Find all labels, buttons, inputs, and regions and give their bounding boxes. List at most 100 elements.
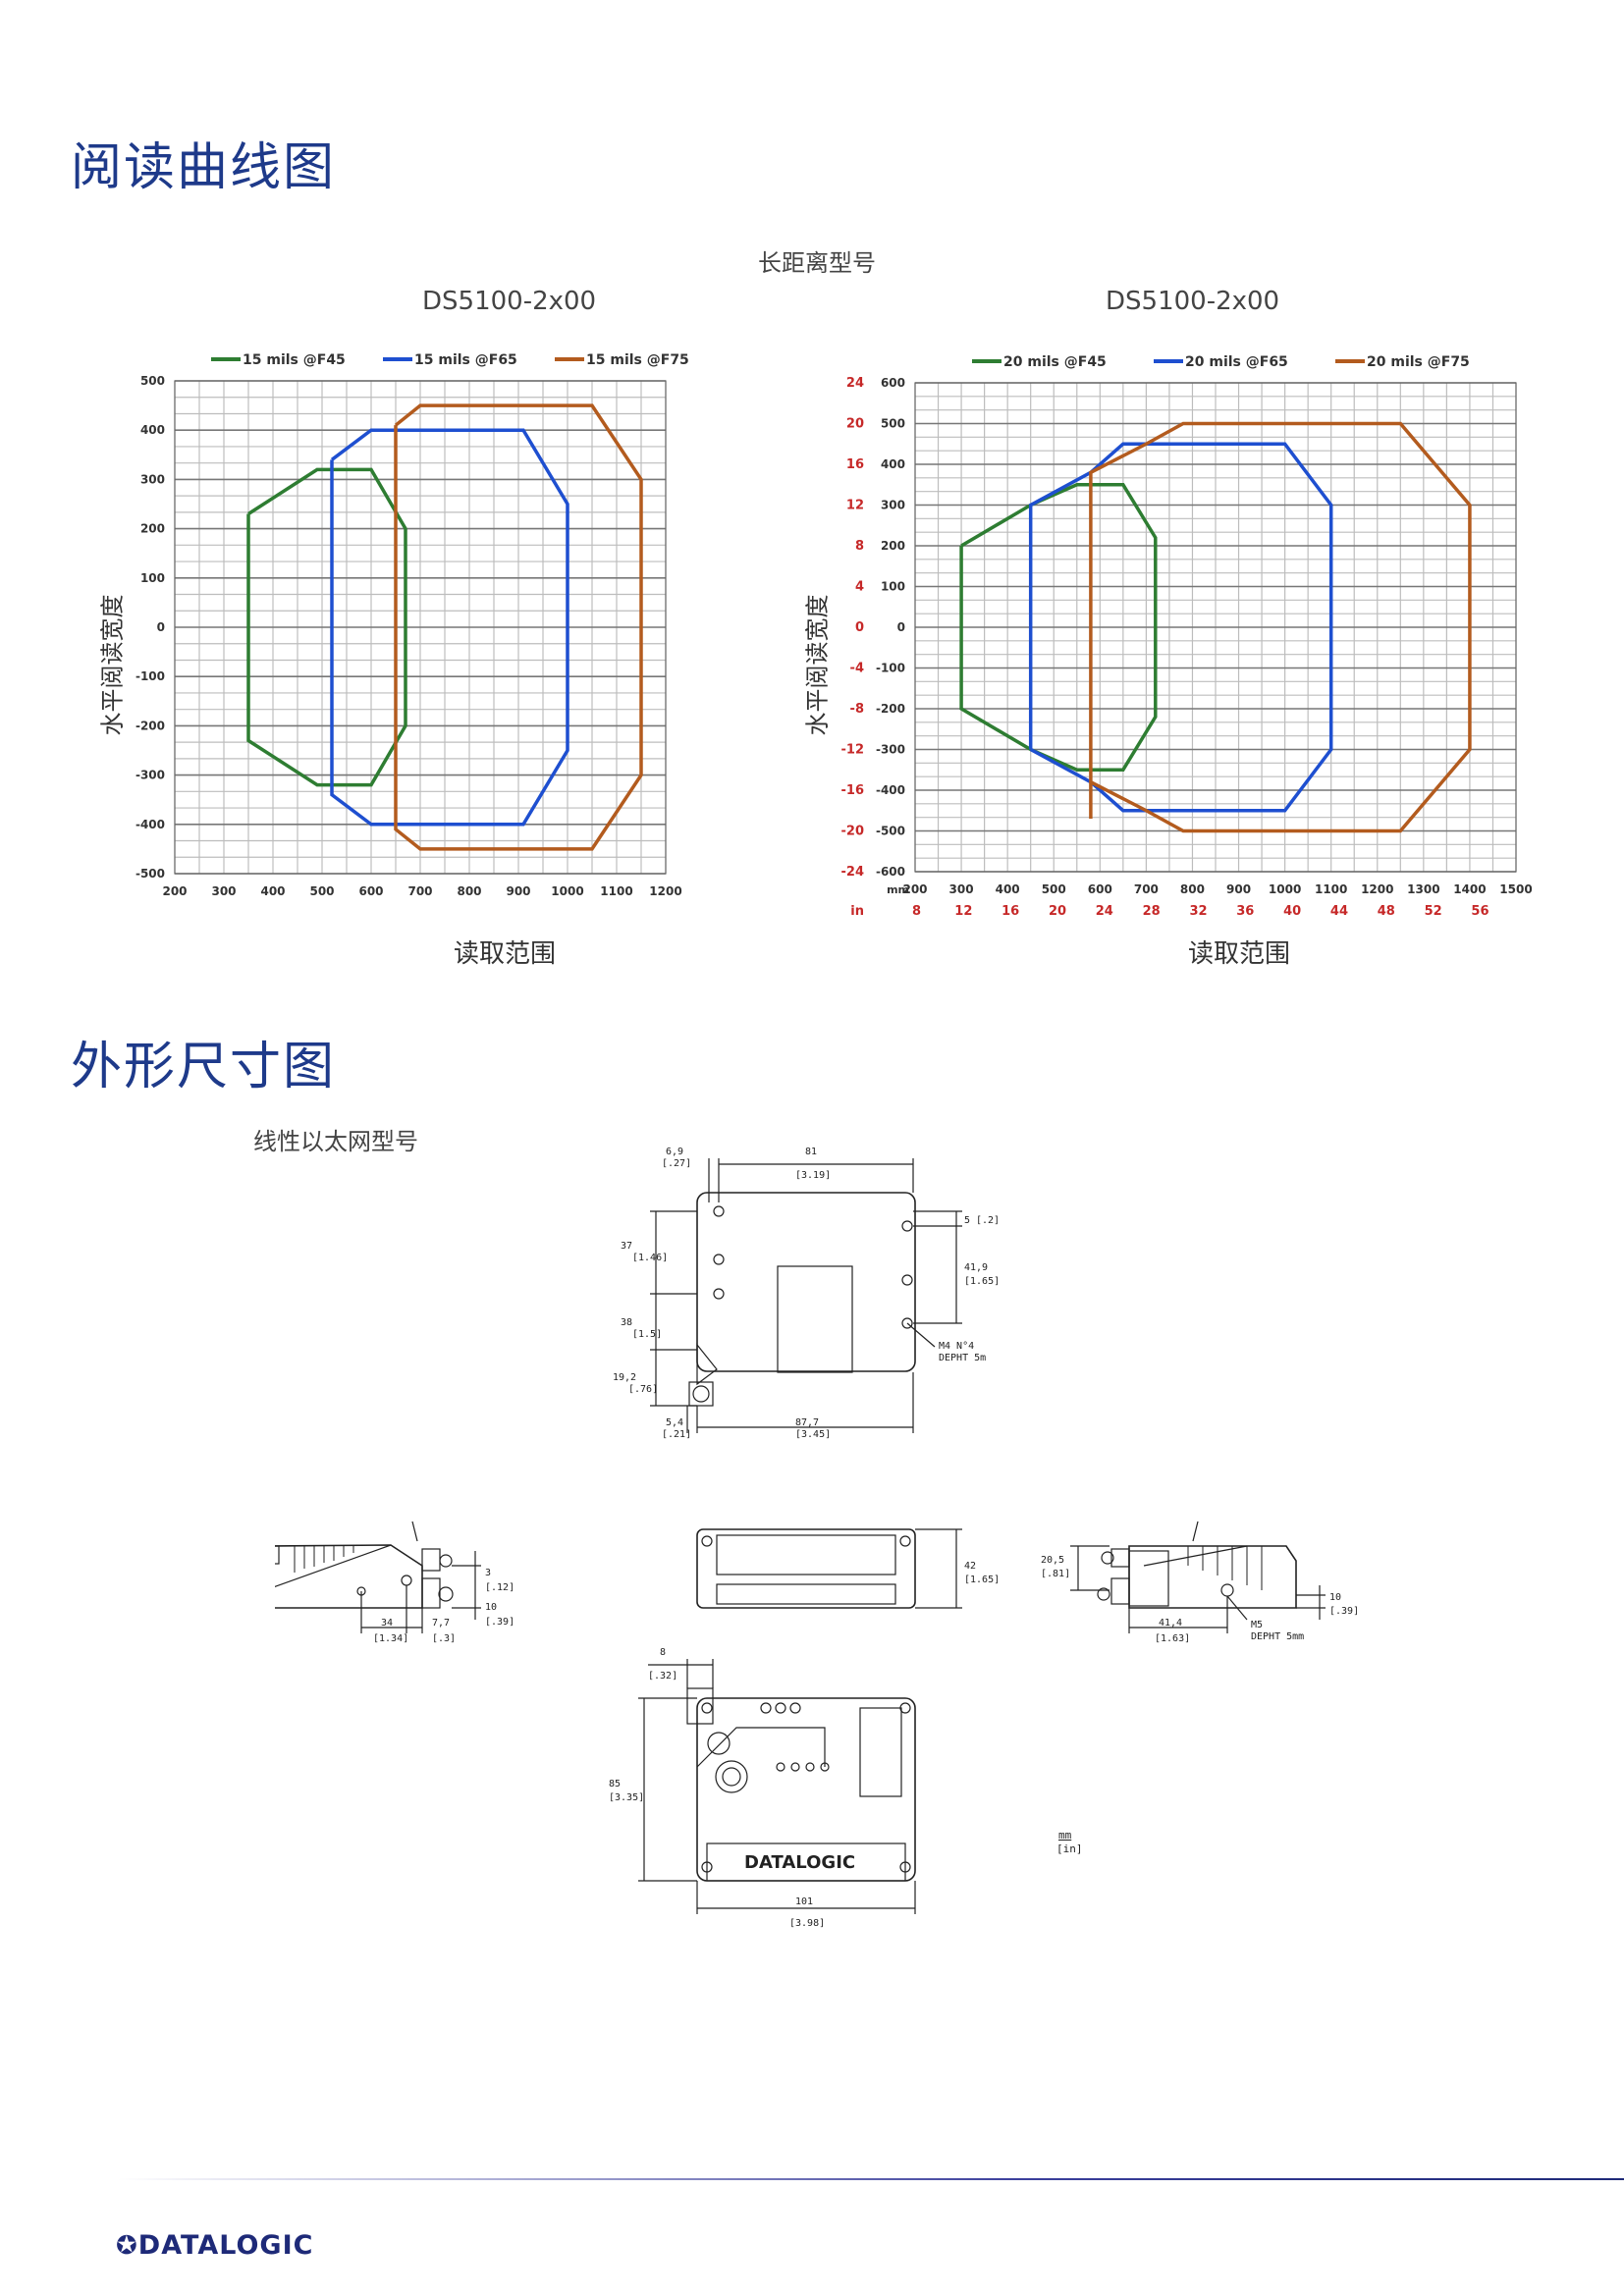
- y-tick-label: -200: [876, 702, 905, 716]
- y-tick-label: -600: [876, 865, 905, 879]
- top-dim-d3-in: [1.46]: [632, 1253, 668, 1263]
- y-tick-label-in: 20: [846, 417, 864, 432]
- y-tick-label: 600: [881, 376, 905, 390]
- x-tick-label-in: 52: [1425, 904, 1442, 919]
- top-dim-d6: 5: [964, 1215, 970, 1226]
- top-dim-d8: 5,4: [666, 1417, 683, 1428]
- y-tick-label: -100: [876, 662, 905, 675]
- bottom-dim-d2: 85: [609, 1779, 621, 1789]
- y-tick-label: -100: [135, 669, 165, 683]
- top-dim-d2: 81: [805, 1147, 817, 1157]
- x-tick-label: 1400: [1453, 882, 1486, 896]
- y-tick-label-in: 4: [855, 580, 864, 595]
- front-dim-d1-in: [1.65]: [964, 1575, 1000, 1585]
- x-tick-label: 800: [1180, 882, 1205, 896]
- x-tick-label: 800: [457, 884, 481, 898]
- footer-rule: [118, 2178, 1624, 2180]
- top-dim-d5-in: [.76]: [628, 1384, 658, 1395]
- right-note-depth: DEPHT 5mm: [1251, 1631, 1304, 1642]
- right-dim-d3-in: [.39]: [1329, 1606, 1359, 1617]
- right-dim-d1-in: [.81]: [1041, 1569, 1070, 1579]
- x-tick-label: 700: [1134, 882, 1159, 896]
- y-tick-label: 400: [881, 457, 905, 471]
- reading-curve-title: 阅读曲线图: [71, 138, 337, 197]
- x-tick-label: 700: [407, 884, 432, 898]
- top-dim-d1: 6,9: [666, 1147, 683, 1157]
- bottom-dim-d3: 101: [795, 1896, 813, 1907]
- x-tick-label: 400: [996, 882, 1020, 896]
- left-dim-d3: 3: [485, 1568, 491, 1578]
- x-tick-label-in: 48: [1378, 904, 1395, 919]
- y-tick-label: 0: [897, 620, 905, 634]
- chart-group-caption: 长距离型号: [758, 249, 876, 277]
- chart-2-xlabel: 读取范围: [1188, 939, 1291, 969]
- x-tick-label: 1000: [551, 884, 583, 898]
- bottom-dim-d1: 8: [660, 1647, 666, 1658]
- right-view: [1070, 1521, 1326, 1633]
- plot-frame: [174, 380, 667, 875]
- x-tick-label: 1200: [649, 884, 681, 898]
- y-tick-label-in: -16: [841, 783, 865, 798]
- chart-2-title: DS5100-2x00: [1106, 287, 1280, 316]
- y-tick-label: 0: [157, 620, 165, 634]
- y-tick-label: 100: [881, 580, 905, 594]
- y-tick-label-in: 12: [846, 499, 864, 513]
- x-tick-label: 500: [309, 884, 334, 898]
- left-dim-d3-in: [.12]: [485, 1582, 514, 1593]
- left-dim-d1: 34: [381, 1618, 393, 1629]
- dimension-title: 外形尺寸图: [71, 1038, 337, 1096]
- x-tick-label-in: 32: [1189, 904, 1207, 919]
- x-tick-label: 1300: [1407, 882, 1439, 896]
- x-tick-label: 200: [162, 884, 187, 898]
- x-tick-label: 400: [260, 884, 285, 898]
- x-tick-label: 1100: [600, 884, 632, 898]
- grid: [914, 382, 1517, 873]
- top-dim-d7: 41,9: [964, 1262, 988, 1273]
- unit-mm: mm: [1058, 1829, 1072, 1842]
- y-tick-label: 300: [881, 499, 905, 512]
- top-view: [650, 1158, 962, 1433]
- chart-1-title: DS5100-2x00: [422, 287, 597, 316]
- y-tick-label: -400: [135, 818, 165, 831]
- x-tick-label: 1100: [1315, 882, 1347, 896]
- x-unit-in: in: [850, 904, 864, 919]
- x-tick-label: 300: [949, 882, 974, 896]
- y-tick-label-in: -20: [841, 825, 865, 839]
- top-dim-d9: 87,7: [795, 1417, 819, 1428]
- top-dim-d5: 19,2: [613, 1372, 636, 1383]
- y-tick-label-in: -12: [841, 743, 865, 758]
- series-line: [394, 403, 643, 851]
- series-line: [1089, 421, 1472, 833]
- legend-label: 20 mils @F45: [1003, 354, 1107, 370]
- legend-label: 20 mils @F65: [1185, 354, 1288, 370]
- right-dim-d2-in: [1.63]: [1155, 1633, 1190, 1644]
- dimension-caption: 线性以太网型号: [253, 1128, 418, 1155]
- y-tick-label: -300: [876, 743, 905, 757]
- y-tick-label-in: 16: [846, 457, 864, 472]
- top-dim-d2-in: [3.19]: [795, 1170, 831, 1181]
- x-tick-label: 1000: [1269, 882, 1301, 896]
- y-tick-label: -500: [876, 825, 905, 838]
- top-dim-d8-in: [.21]: [662, 1429, 691, 1440]
- y-tick-label: 200: [881, 539, 905, 553]
- y-tick-label: 300: [140, 472, 165, 486]
- top-dim-d7-in: [1.65]: [964, 1276, 1000, 1287]
- top-dim-d1-in: [.27]: [662, 1158, 691, 1169]
- y-tick-label: 400: [140, 423, 165, 437]
- x-tick-label: 200: [902, 882, 927, 896]
- left-dim-d1-in: [1.34]: [373, 1633, 408, 1644]
- chart-1-ylabel: 水平阅读宽度: [98, 594, 127, 736]
- bottom-dim-d1-in: [.32]: [648, 1671, 677, 1682]
- y-tick-label: -500: [135, 867, 165, 881]
- x-tick-label: 900: [506, 884, 530, 898]
- logo-mark-icon: ✪: [116, 2231, 138, 2261]
- footer-logo-text: DATALOGIC: [137, 2230, 314, 2261]
- top-note-depth: DEPHT 5m: [939, 1353, 986, 1363]
- x-tick-label-in: 12: [954, 904, 972, 919]
- reading-chart-2: 6005004003002001000-100-200-300-400-500-…: [841, 354, 1533, 919]
- bottom-view-brand: DATALOGIC: [744, 1852, 855, 1873]
- legend-label: 15 mils @F75: [586, 352, 689, 368]
- x-unit-mm: mm: [887, 883, 909, 896]
- chart-1-xlabel: 读取范围: [454, 939, 557, 969]
